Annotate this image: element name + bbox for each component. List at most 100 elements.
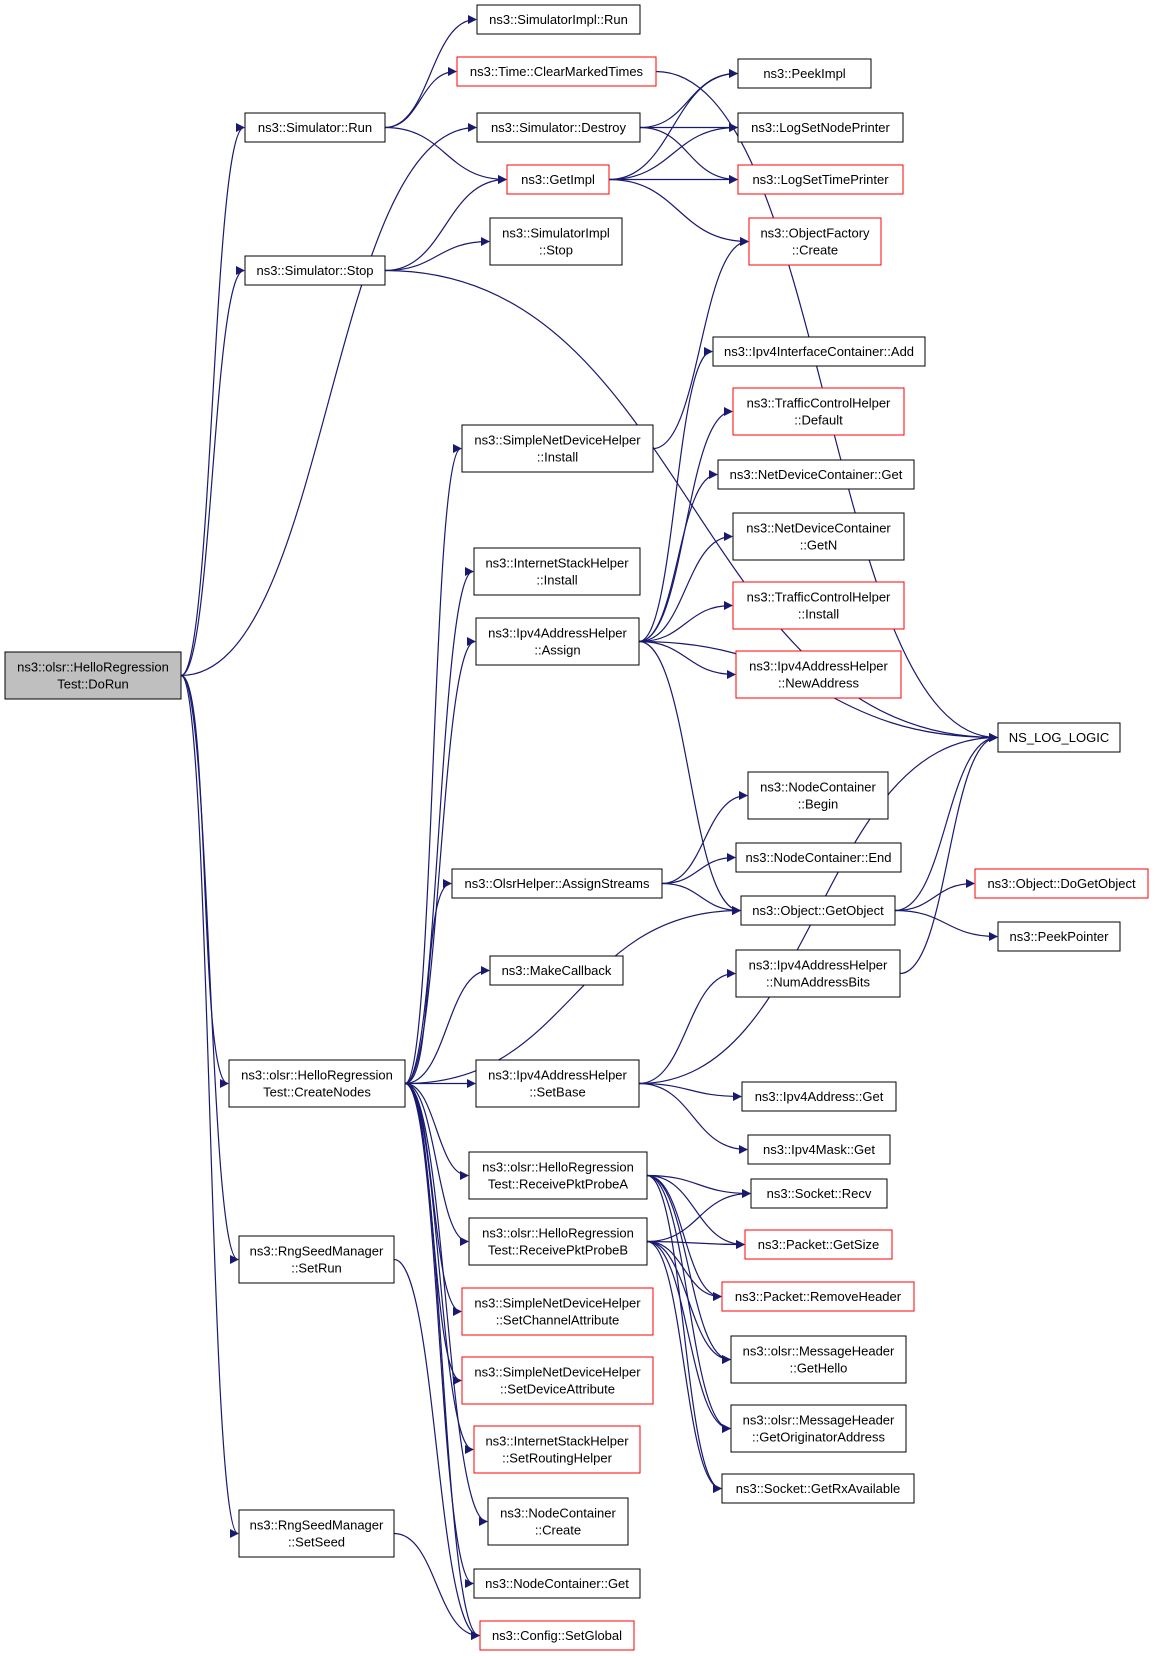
edge-ipv4ah_assign-to-obj_getobject — [638, 640, 741, 915]
node-box — [997, 722, 1121, 753]
node-label: ns3::Socket::GetRxAvailable — [736, 1481, 901, 1496]
node-label: ns3::olsr::HelloRegression — [482, 1160, 634, 1175]
node-box — [732, 512, 905, 561]
edge-rng_setrun-to-config_setglobal — [393, 1258, 480, 1640]
node-recv-b[interactable]: ns3::olsr::HelloRegressionTest::ReceiveP… — [468, 1217, 648, 1266]
node-ndc-getn[interactable]: ns3::NetDeviceContainer::GetN — [732, 512, 905, 561]
node-sndh-setchannel[interactable]: ns3::SimpleNetDeviceHelper::SetChannelAt… — [461, 1287, 654, 1336]
edge-recv_b-to-mh_gethello — [646, 1240, 731, 1364]
node-label: Test::DoRun — [57, 677, 129, 692]
node-label: ns3::Simulator::Stop — [256, 263, 373, 278]
node-ipv4addr-get[interactable]: ns3::Ipv4Address::Get — [741, 1081, 897, 1112]
node-label: ns3::Object::GetObject — [752, 903, 884, 918]
edge-layer — [180, 15, 998, 1640]
node-label: ns3::LogSetNodePrinter — [751, 120, 890, 135]
node-config-setglobal[interactable]: ns3::Config::SetGlobal — [479, 1620, 635, 1651]
node-lognode[interactable]: ns3::LogSetNodePrinter — [737, 112, 904, 143]
node-box — [747, 771, 889, 820]
node-ipv4ah-newaddr[interactable]: ns3::Ipv4AddressHelper::NewAddress — [735, 650, 902, 699]
node-ish-setrouting[interactable]: ns3::InternetStackHelper::SetRoutingHelp… — [473, 1425, 641, 1474]
node-label: ns3::TrafficControlHelper — [747, 590, 891, 605]
node-box — [732, 387, 905, 436]
edge-createnodes-to-sndh_install — [404, 444, 462, 1085]
node-label: ::Install — [798, 607, 839, 622]
node-nc-create[interactable]: ns3::NodeContainer::Create — [487, 1497, 629, 1546]
node-simimpl-stop[interactable]: ns3::SimulatorImpl::Stop — [489, 217, 623, 266]
node-rng-setseed[interactable]: ns3::RngSeedManager::SetSeed — [238, 1509, 395, 1558]
edge-sim_stop-to-nslog — [384, 269, 998, 742]
node-olsrh-assign[interactable]: ns3::OlsrHelper::AssignStreams — [451, 868, 663, 899]
node-socket-recv[interactable]: ns3::Socket::Recv — [750, 1178, 888, 1209]
node-getimpl[interactable]: ns3::GetImpl — [506, 164, 610, 195]
node-label: ns3::GetImpl — [521, 172, 595, 187]
node-ish-install[interactable]: ns3::InternetStackHelper::Install — [473, 547, 641, 596]
node-label: ns3::Ipv4InterfaceContainer::Add — [724, 344, 914, 359]
edge-root-to-sim_run — [180, 123, 245, 677]
node-box — [730, 1335, 907, 1384]
edge-sim_stop-to-getimpl — [384, 175, 507, 272]
edge-getimpl-to-peekimpl — [608, 69, 738, 181]
edge-ipv4ah_assign-to-ipv4ah_newaddr — [638, 640, 736, 679]
node-label: ns3::LogSetTimePrinter — [752, 172, 889, 187]
node-peekpointer[interactable]: ns3::PeekPointer — [997, 921, 1121, 952]
node-ipv4ah-setbase[interactable]: ns3::Ipv4AddressHelper::SetBase — [475, 1059, 640, 1108]
node-rng-setrun[interactable]: ns3::RngSeedManager::SetRun — [238, 1235, 395, 1284]
node-logtime[interactable]: ns3::LogSetTimePrinter — [737, 164, 904, 195]
node-label: Test::ReceivePktProbeA — [488, 1177, 629, 1192]
node-label: ns3::ObjectFactory — [760, 226, 870, 241]
node-box — [506, 164, 610, 195]
node-packet-getsize[interactable]: ns3::Packet::GetSize — [744, 1229, 893, 1260]
node-label: ::GetOriginatorAddress — [752, 1430, 885, 1445]
node-tch-default[interactable]: ns3::TrafficControlHelper::Default — [732, 387, 905, 436]
node-ipv4ah-numbits[interactable]: ns3::Ipv4AddressHelper::NumAddressBits — [735, 949, 901, 998]
node-createnodes[interactable]: ns3::olsr::HelloRegressionTest::CreateNo… — [228, 1059, 406, 1108]
node-box — [741, 1081, 897, 1112]
node-tch-install[interactable]: ns3::TrafficControlHelper::Install — [732, 581, 905, 630]
node-objfactory[interactable]: ns3::ObjectFactory::Create — [748, 217, 882, 266]
node-label: Test::ReceivePktProbeB — [488, 1243, 628, 1258]
node-label: ns3::NodeContainer::Get — [485, 1576, 629, 1591]
node-socket-rxavail[interactable]: ns3::Socket::GetRxAvailable — [721, 1473, 915, 1504]
node-ndc-get[interactable]: ns3::NetDeviceContainer::Get — [717, 459, 915, 490]
node-nc-get[interactable]: ns3::NodeContainer::Get — [473, 1568, 641, 1599]
node-label: ns3::NodeContainer — [500, 1506, 616, 1521]
node-label: ns3::OlsrHelper::AssignStreams — [465, 876, 650, 891]
node-ipv4mask-get[interactable]: ns3::Ipv4Mask::Get — [747, 1134, 891, 1165]
node-label: ns3::SimulatorImpl::Run — [489, 12, 628, 27]
node-mh-gethello[interactable]: ns3::olsr::MessageHeader::GetHello — [730, 1335, 907, 1384]
node-ipv4ic-add[interactable]: ns3::Ipv4InterfaceContainer::Add — [712, 336, 926, 367]
node-obj-dogetobject[interactable]: ns3::Object::DoGetObject — [974, 868, 1149, 899]
node-label: ::SetRoutingHelper — [502, 1451, 613, 1466]
node-nc-begin[interactable]: ns3::NodeContainer::Begin — [747, 771, 889, 820]
node-box — [475, 617, 640, 666]
node-label: ns3::Packet::GetSize — [758, 1237, 879, 1252]
node-sndh-setdevice[interactable]: ns3::SimpleNetDeviceHelper::SetDeviceAtt… — [461, 1356, 654, 1405]
node-sim-stop[interactable]: ns3::Simulator::Stop — [244, 255, 386, 286]
node-nslog[interactable]: NS_LOG_LOGIC — [997, 722, 1121, 753]
edge-recv_b-to-packet_removeheader — [646, 1240, 722, 1301]
node-recv-a[interactable]: ns3::olsr::HelloRegressionTest::ReceiveP… — [468, 1151, 648, 1200]
edge-root-to-sim_destroy — [180, 123, 477, 677]
node-box — [489, 217, 623, 266]
node-packet-removeheader[interactable]: ns3::Packet::RemoveHeader — [721, 1281, 915, 1312]
node-makecallback[interactable]: ns3::MakeCallback — [489, 955, 624, 986]
node-sim-destroy[interactable]: ns3::Simulator::Destroy — [476, 112, 641, 143]
node-label: ns3::olsr::HelloRegression — [241, 1068, 393, 1083]
edge-obj_getobject-to-nslog — [894, 733, 998, 912]
node-label: ::SetRun — [291, 1261, 342, 1276]
node-box — [721, 1473, 915, 1504]
node-time-clear[interactable]: ns3::Time::ClearMarkedTimes — [456, 56, 657, 87]
edge-recv_b-to-socket_rxavail — [646, 1240, 722, 1493]
node-sndh-install[interactable]: ns3::SimpleNetDeviceHelper::Install — [461, 424, 654, 473]
node-peekimpl[interactable]: ns3::PeekImpl — [737, 58, 872, 89]
node-label: ns3::Ipv4AddressHelper — [749, 958, 888, 973]
node-nc-end[interactable]: ns3::NodeContainer::End — [735, 842, 902, 873]
node-obj-getobject[interactable]: ns3::Object::GetObject — [740, 895, 896, 926]
node-simimpl-run[interactable]: ns3::SimulatorImpl::Run — [476, 4, 641, 35]
node-mh-getorig[interactable]: ns3::olsr::MessageHeader::GetOriginatorA… — [730, 1404, 907, 1453]
node-sim-run[interactable]: ns3::Simulator::Run — [244, 112, 386, 143]
node-ipv4ah-assign[interactable]: ns3::Ipv4AddressHelper::Assign — [475, 617, 640, 666]
node-label: ns3::Ipv4Address::Get — [755, 1089, 884, 1104]
node-label: ::SetSeed — [288, 1535, 345, 1550]
